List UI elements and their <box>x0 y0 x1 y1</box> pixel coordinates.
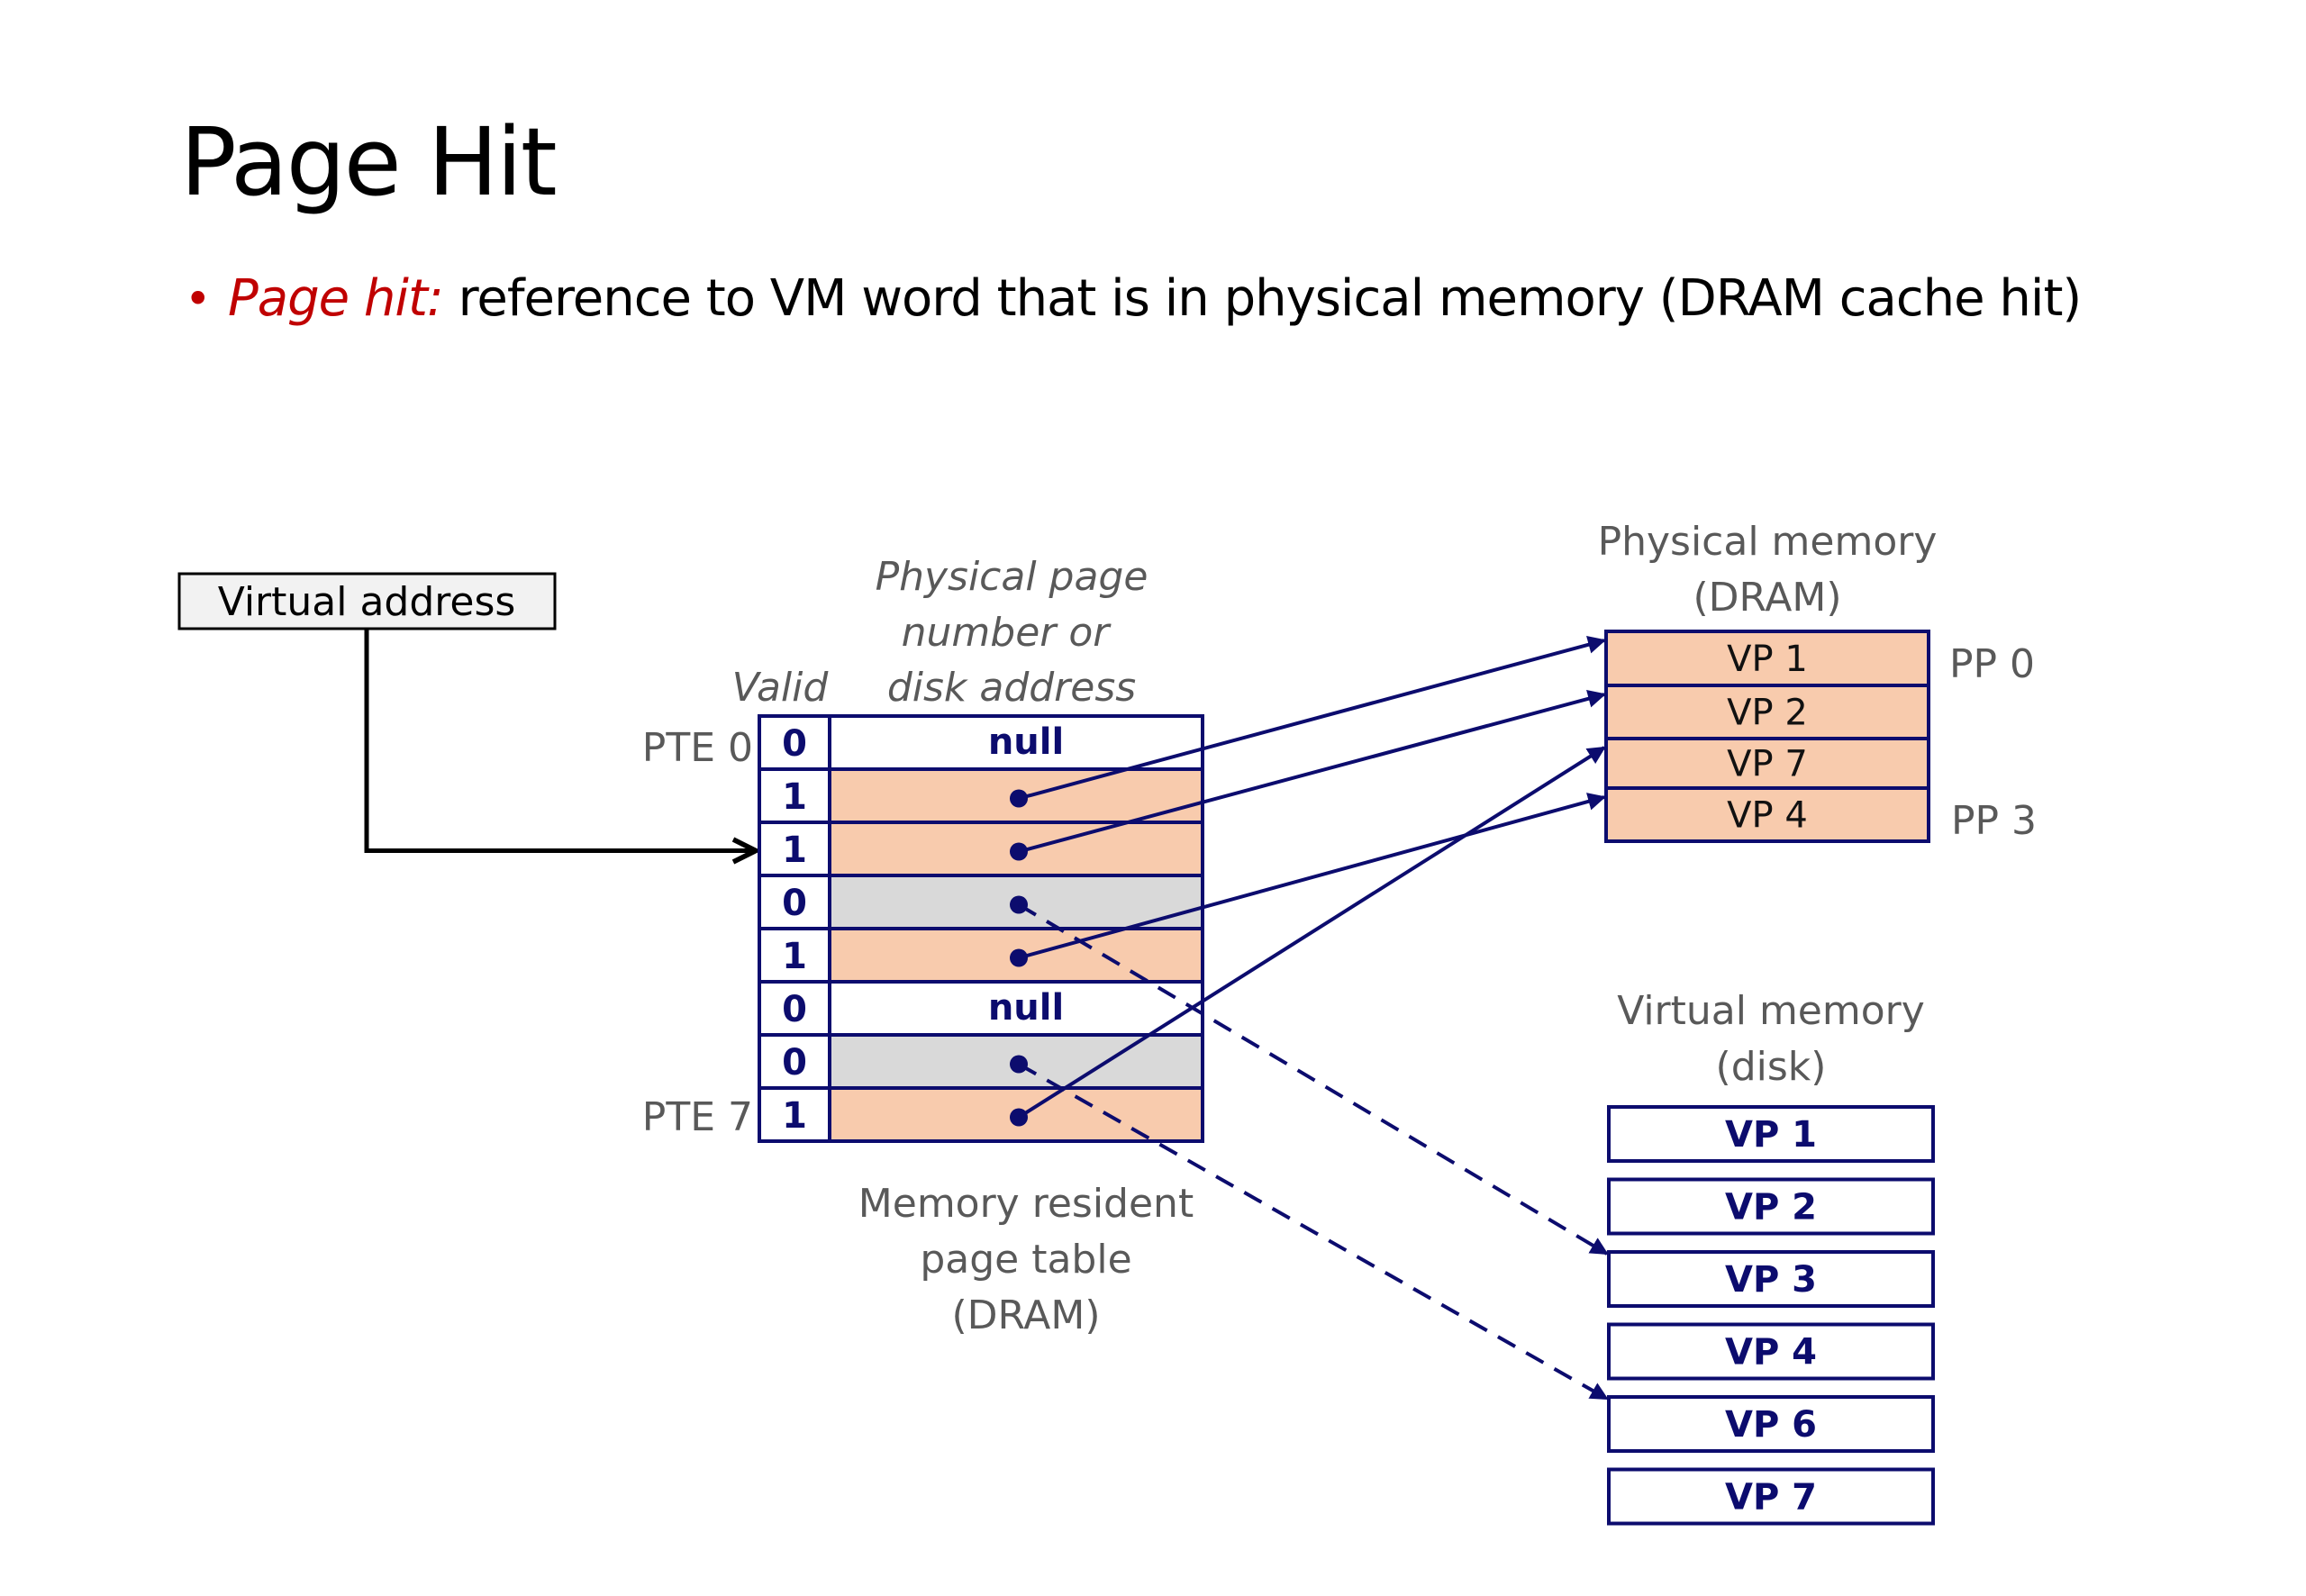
disk-page-cell <box>1607 1467 1935 1526</box>
disk-page-label: VP 4 <box>1725 1332 1817 1374</box>
page-table-entry: 1 <box>758 821 1204 877</box>
ppn-cell <box>828 767 1204 824</box>
bullet-definition: reference to VM word that is in physical… <box>442 269 2083 328</box>
pte-pointer-arrows <box>1017 636 1609 1401</box>
pp-0-label: PP 0 <box>1949 641 2035 687</box>
physical-memory-title-line: (DRAM) <box>1693 575 1841 621</box>
disk-page: VP 3 <box>1607 1250 1935 1308</box>
valid-bit-value: 1 <box>782 1095 807 1137</box>
virtual-address-box: Virtual address <box>177 572 557 630</box>
pte-7-label: PTE 7 <box>642 1094 753 1140</box>
valid-bit-value: 1 <box>782 776 807 818</box>
disk-page-cell <box>1607 1177 1935 1236</box>
disk-pte-arrow <box>1017 902 1609 1256</box>
page-table-caption-line: page table <box>920 1237 1131 1283</box>
disk-page-label: VP 7 <box>1725 1477 1817 1519</box>
bullet-text: Page hit: reference to VM word that is i… <box>228 270 2085 328</box>
physical-page-label: VP 2 <box>1727 693 1808 734</box>
virtual-memory-disk: VP 1 VP 2 VP 3 VP 4 VP 6 VP 7 <box>1607 1105 1935 1526</box>
valid-bit-value: 0 <box>782 989 807 1030</box>
valid-bit-value: 0 <box>782 1042 807 1084</box>
slide-title: Page Hit <box>180 107 558 217</box>
page-table-entry: 1 <box>758 767 1204 824</box>
disk-page-label: VP 1 <box>1725 1114 1817 1156</box>
disk-page-cell <box>1607 1395 1935 1453</box>
page-table-caption-line: Memory resident <box>858 1181 1194 1227</box>
physical-page-cell <box>1604 737 1930 790</box>
page-table-entry: 0 null <box>758 980 1204 1037</box>
valid-bit-cell <box>758 1086 831 1143</box>
page-table-caption-line: (DRAM) <box>951 1292 1100 1338</box>
ppn-column-header-line: Physical page <box>876 554 1148 600</box>
physical-page: VP 1 <box>1604 630 1930 687</box>
physical-page-label: VP 4 <box>1727 795 1808 837</box>
physical-page-cell <box>1604 630 1930 687</box>
pp-3-label: PP 3 <box>1951 798 2037 844</box>
valid-bit-value: 0 <box>782 883 807 924</box>
valid-pte-arrow <box>1018 690 1606 854</box>
disk-page: VP 1 <box>1607 1105 1935 1163</box>
ppn-cell <box>828 714 1204 771</box>
disk-page-cell <box>1607 1250 1935 1308</box>
null-pointer-text: null <box>988 987 1064 1029</box>
page-table-entry: 0 null <box>758 714 1204 771</box>
page-table-entry: 0 <box>758 874 1204 930</box>
bullet-marker: • <box>185 273 211 325</box>
physical-memory: VP 1 VP 2 VP 7 VP 4 <box>1604 630 1930 843</box>
valid-bit-value: 0 <box>782 723 807 765</box>
physical-page: VP 2 <box>1604 684 1930 740</box>
ppn-column-header-line: number or <box>902 610 1112 656</box>
physical-page-label: VP 1 <box>1727 639 1808 680</box>
disk-page: VP 7 <box>1607 1467 1935 1526</box>
valid-bit-cell <box>758 821 831 877</box>
valid-pte-arrow <box>1017 746 1606 1120</box>
disk-page-label: VP 6 <box>1725 1404 1817 1446</box>
page-table-entry: 1 <box>758 927 1204 984</box>
null-pointer-text: null <box>988 721 1064 763</box>
bullet-term: Page hit: <box>228 269 444 328</box>
disk-pte-arrow <box>1018 1062 1609 1401</box>
virtual-address-rect <box>177 572 557 630</box>
page-table-entry: 1 <box>758 1086 1204 1143</box>
physical-page-cell <box>1604 684 1930 740</box>
valid-column-header: Valid <box>732 665 830 711</box>
virtual-memory-title-line: Virtual memory <box>1617 988 1925 1034</box>
disk-page: VP 4 <box>1607 1322 1935 1381</box>
physical-page: VP 7 <box>1604 737 1930 790</box>
valid-pte-arrow <box>1018 793 1606 960</box>
valid-bit-value: 1 <box>782 830 807 871</box>
disk-page: VP 6 <box>1607 1395 1935 1453</box>
physical-page-label: VP 7 <box>1727 744 1808 785</box>
valid-bit-cell <box>758 874 831 930</box>
disk-page-label: VP 2 <box>1725 1187 1817 1229</box>
disk-page-cell <box>1607 1322 1935 1381</box>
pte-0-label: PTE 0 <box>642 725 753 771</box>
virtual-address-label: Virtual address <box>218 579 516 625</box>
virtual-memory-title-line: (disk) <box>1716 1044 1827 1090</box>
physical-page: VP 4 <box>1604 786 1930 843</box>
ppn-column-header-line: disk address <box>887 665 1136 711</box>
disk-page-label: VP 3 <box>1725 1259 1817 1301</box>
valid-pte-arrow <box>1018 636 1606 801</box>
ppn-cell <box>828 980 1204 1037</box>
page-table: 0 null 1 1 0 1 0 null 0 1 <box>758 714 1204 1143</box>
disk-page-cell <box>1607 1105 1935 1163</box>
disk-page: VP 2 <box>1607 1177 1935 1236</box>
virtual-address-arrow <box>364 629 756 851</box>
physical-page-cell <box>1604 786 1930 843</box>
bullet-point: • Page hit: reference to VM word that is… <box>185 270 2085 328</box>
valid-bit-value: 1 <box>782 936 807 977</box>
physical-memory-title-line: Physical memory <box>1598 519 1938 565</box>
